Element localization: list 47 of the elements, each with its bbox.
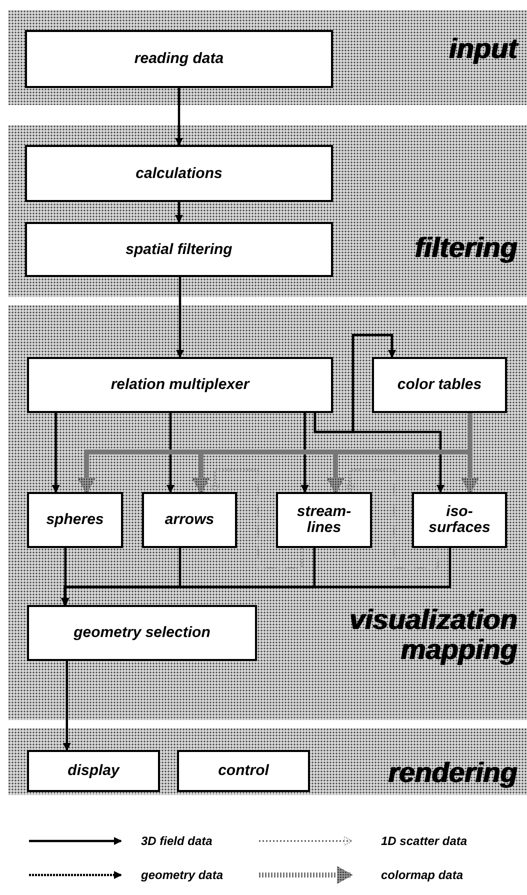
process-box: [412, 492, 507, 548]
connector-arrow: [166, 413, 174, 493]
connector-arrow: [61, 548, 452, 606]
legend-label: geometry data: [140, 868, 224, 882]
legend-label: 3D field data: [140, 834, 214, 848]
stage-band: [8, 125, 527, 297]
stage-band: [8, 728, 527, 795]
legend-label: colormap data: [380, 868, 464, 882]
process-label: iso-surfaces: [428, 504, 492, 536]
connector-arrow: [62, 661, 71, 751]
process-box: [276, 492, 372, 548]
process-box: [142, 492, 237, 548]
stage-band: [8, 305, 527, 720]
process-label: relation multiplexer: [110, 377, 251, 393]
process-box: [25, 30, 333, 88]
connector-arrow: [300, 413, 309, 493]
process-label: spheres: [45, 512, 105, 528]
process-box: [25, 222, 333, 277]
process-box: [25, 145, 333, 202]
connector-arrow: [344, 469, 439, 569]
process-box: [177, 750, 310, 792]
process-label: calculations: [134, 166, 224, 182]
connector-arrow: [52, 413, 60, 493]
stage-title: rendering: [386, 758, 517, 788]
process-label: spatial filtering: [124, 242, 234, 258]
legend-label: 1D scatter data: [380, 834, 468, 848]
stage-title: filtering: [413, 233, 517, 263]
stage-band: [8, 10, 527, 105]
stage-title: visualization mapping: [348, 605, 517, 665]
connector-arrow: [175, 88, 183, 146]
process-box: [27, 492, 123, 548]
process-label: color tables: [396, 377, 483, 393]
process-box: [372, 357, 507, 413]
connector-arrow: [176, 277, 184, 358]
process-label: geometry selection: [72, 625, 212, 641]
process-box: [27, 750, 160, 792]
process-label: control: [217, 763, 270, 779]
connector-arrow: [210, 469, 303, 569]
process-label: stream-lines: [296, 504, 352, 536]
stage-title: input: [448, 34, 517, 64]
process-label: arrows: [164, 512, 216, 528]
connector-arrow: [314, 334, 396, 434]
process-label: display: [66, 763, 121, 779]
process-label: reading data: [133, 51, 225, 67]
process-box: [27, 357, 333, 413]
connector-arrow: [175, 202, 183, 223]
process-box: [27, 605, 257, 661]
